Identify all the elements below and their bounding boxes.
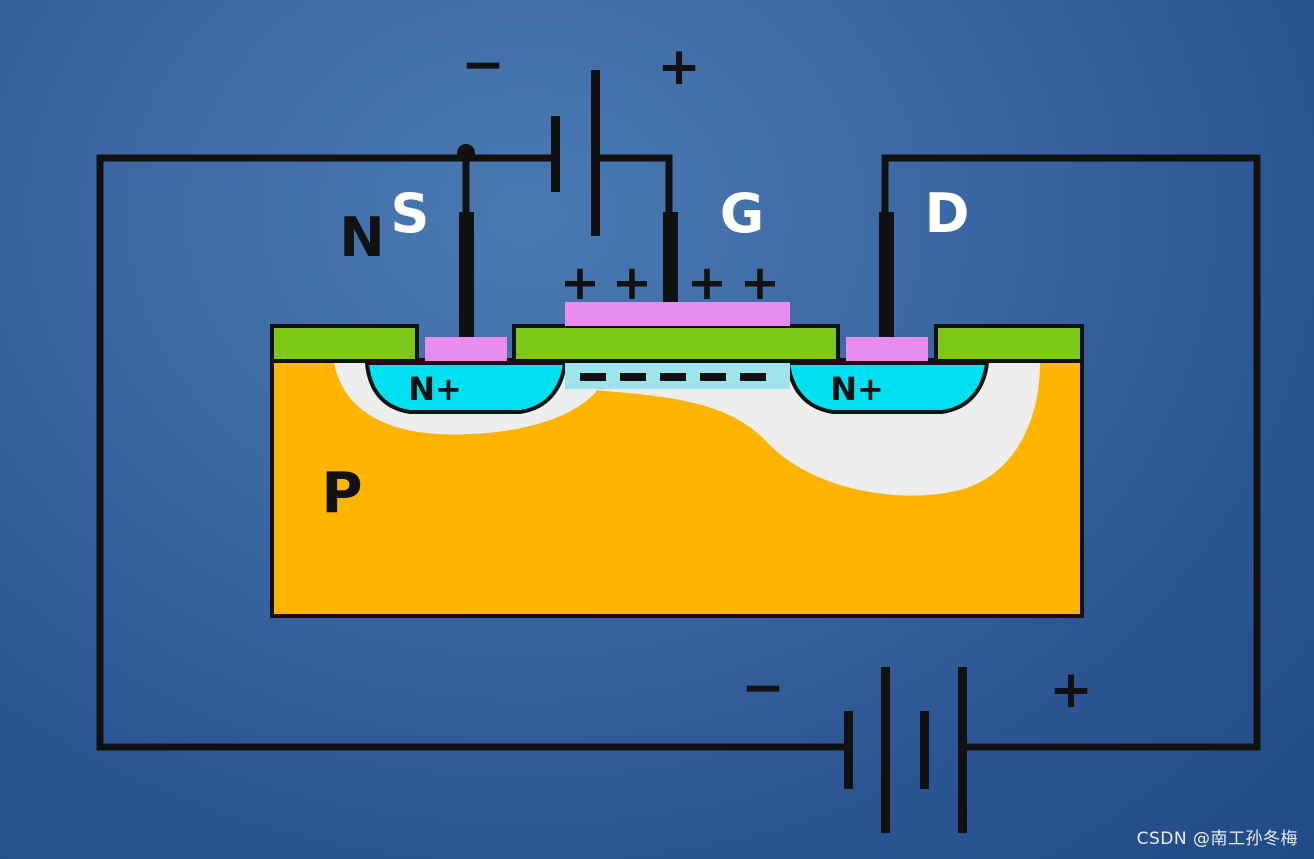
- n-plus-drain-region: [785, 361, 990, 414]
- oxide-layer-right: [934, 324, 1084, 363]
- channel-charge-mark: [620, 373, 646, 381]
- gate-battery-negative-label: −: [461, 35, 505, 95]
- drain-battery-plate-short: [920, 711, 929, 789]
- drain-battery-negative-label: −: [741, 658, 785, 718]
- drain-lead: [879, 212, 894, 338]
- gate-battery-negative-plate: [551, 116, 560, 192]
- drain-battery-plate-short: [844, 711, 853, 789]
- oxide-layer-gate: [512, 324, 840, 363]
- gate-battery-pos-wire: [596, 154, 673, 212]
- channel-charge-mark: [740, 373, 766, 381]
- drain-battery-positive-label: +: [1049, 660, 1093, 720]
- gate-battery-positive-plate: [591, 70, 600, 236]
- n-plus-source-label: N+: [408, 370, 462, 408]
- gate-metal-contact: [565, 302, 790, 326]
- gate-charge-mark: +: [740, 255, 780, 311]
- channel-charge-mark: [660, 373, 686, 381]
- drain-terminal-label: D: [925, 182, 970, 245]
- gate-charge-mark: +: [612, 255, 652, 311]
- gate-terminal-label: G: [720, 182, 764, 245]
- drain-battery-plate-long: [881, 667, 890, 833]
- drain-battery-plate-long: [958, 667, 967, 833]
- channel-type-label: N: [339, 206, 384, 269]
- gate-battery-positive-label: +: [657, 37, 701, 97]
- source-metal-contact: [425, 337, 507, 361]
- gate-lead: [663, 212, 678, 304]
- gate-charge-mark: +: [687, 255, 727, 311]
- channel-charge-mark: [580, 373, 606, 381]
- channel-charge-mark: [700, 373, 726, 381]
- n-plus-drain-label: N+: [830, 370, 884, 408]
- n-plus-source-region: [364, 361, 568, 414]
- drain-metal-contact: [846, 337, 928, 361]
- oxide-layer-left: [270, 324, 419, 363]
- source-terminal-label: S: [391, 182, 430, 245]
- watermark: CSDN @南工孙冬梅: [1136, 829, 1298, 849]
- gate-charge-mark: +: [560, 255, 600, 311]
- drain-battery-wire: [881, 154, 1261, 751]
- drain-source-loop-wire: [96, 154, 848, 751]
- substrate-label: P: [321, 461, 362, 526]
- source-lead: [459, 212, 474, 338]
